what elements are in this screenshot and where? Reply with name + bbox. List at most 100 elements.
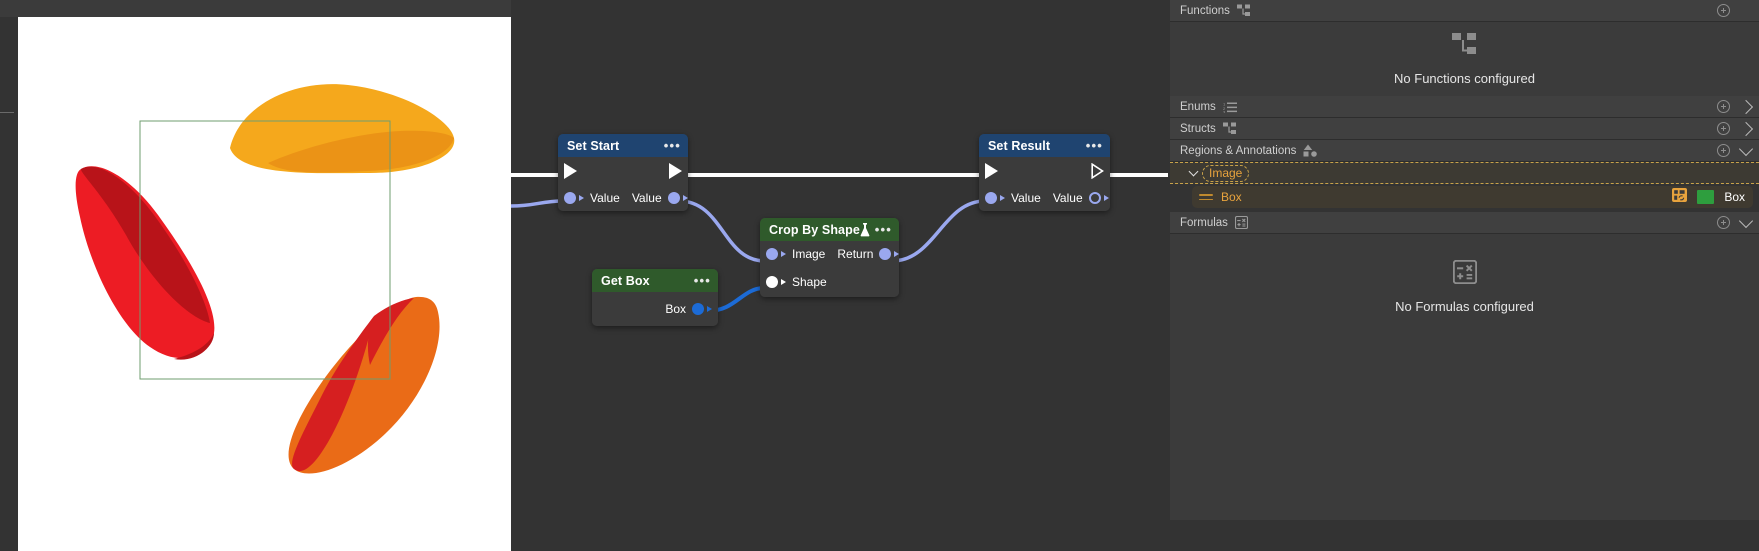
leaf-orange-shadow [292,316,374,472]
node-get-box-body: Box [592,292,718,326]
leaf-yellow-shadow [268,130,454,173]
hierarchy-icon [1236,4,1251,17]
section-actions [1717,99,1754,114]
svg-text:2: 2 [1223,106,1226,111]
leaf-red-tip [174,333,214,360]
output-pin-arrow-icon [707,306,712,312]
tree-item-image-label: Image [1209,166,1243,180]
node-get-box[interactable]: Get Box ••• Box [592,269,718,326]
add-region-icon[interactable] [1717,144,1730,157]
right-properties-panel: Functions [1168,0,1759,551]
add-function-icon[interactable] [1717,4,1730,17]
section-title-functions: Functions [1180,4,1230,17]
leaf-orange-shadow2 [367,298,414,365]
chevron-down-icon[interactable] [1188,166,1199,179]
chevron-right-icon[interactable] [1738,99,1754,114]
tree-item-box-label: Box [1221,190,1242,204]
output-pin-value-label: Value [1052,191,1083,205]
input-pin-arrow-icon [781,251,786,257]
section-actions [1717,121,1754,136]
exec-row [979,157,1110,185]
ruler-tick [0,112,14,113]
node-set-result-body: Value Value [979,157,1110,211]
node-set-start[interactable]: Set Start ••• Value Value [558,134,688,211]
hierarchy-icon [1222,122,1237,135]
tree-item-box[interactable]: Box Box [1192,186,1753,208]
node-set-result[interactable]: Set Result ••• Value Value [979,134,1110,211]
input-pin-value-icon[interactable] [985,192,997,204]
equals-icon [1199,192,1213,202]
output-pin-value-label: Value [631,191,662,205]
chevron-down-icon[interactable] [1738,141,1754,156]
node-menu-icon[interactable]: ••• [1085,137,1103,153]
section-title-structs: Structs [1180,122,1216,135]
output-pin-value-icon[interactable] [667,192,680,204]
pin-row: Image Return [760,241,899,267]
exec-in-icon[interactable] [985,163,998,179]
section-header-structs[interactable]: Structs [1170,118,1759,140]
tree-item-box-meta: Box [1672,187,1745,207]
chevron-down-icon[interactable] [1738,213,1754,228]
exec-out-icon[interactable] [1091,162,1104,180]
node-set-start-header[interactable]: Set Start ••• [558,134,688,157]
node-graph-editor[interactable]: Set Start ••• Value Value [511,0,1168,551]
output-pin-arrow-icon [682,195,688,201]
add-struct-icon[interactable] [1717,122,1730,135]
pin-row: Shape [760,267,899,297]
roi-rectangle [139,120,391,380]
input-pin-shape-label: Shape [792,275,827,289]
section-header-formulas[interactable]: Formulas [1170,212,1759,234]
data-wire-in [511,199,564,208]
output-pin-return-label: Return [837,247,874,261]
pin-row: Value Value [558,185,688,211]
section-actions [1717,213,1754,230]
input-pin-image-icon[interactable] [766,248,778,260]
output-pin-arrow-icon [1103,195,1109,201]
exec-row [558,157,688,185]
input-pin-value-label: Value [1011,191,1041,205]
node-crop-by-shape[interactable]: Crop By Shape ••• Image Return [760,218,899,297]
exec-in-icon[interactable] [564,163,577,179]
color-swatch[interactable] [1697,190,1715,204]
data-wire-crop-setresult [891,199,986,263]
functions-empty-label: No Functions configured [1394,71,1535,86]
formula-icon [1452,259,1477,289]
pin-row: Value Value [979,185,1110,211]
node-set-start-title: Set Start [567,138,620,153]
add-enum-icon[interactable] [1717,100,1730,113]
pin-row: Box [592,292,718,326]
node-crop-by-shape-header[interactable]: Crop By Shape ••• [760,218,899,241]
output-pin-box-icon[interactable] [692,303,704,315]
image-viewer-panel [0,0,511,551]
node-menu-icon[interactable]: ••• [663,137,681,153]
output-pin-box-label: Box [665,302,686,316]
viewer-top-bar [0,0,511,17]
tree-item-image[interactable]: Image [1170,162,1759,184]
exec-out-icon[interactable] [669,163,682,179]
output-pin-return-icon[interactable] [879,248,892,260]
node-menu-icon[interactable]: ••• [874,221,892,237]
hierarchy-icon [1451,32,1478,61]
section-header-regions-annotations[interactable]: Regions & Annotations [1170,140,1759,162]
node-menu-icon[interactable]: ••• [693,272,711,288]
input-pin-shape-icon[interactable] [766,276,778,288]
svg-text:1: 1 [1223,101,1226,106]
input-pin-value-label: Value [590,191,620,205]
output-pin-arrow-icon [894,251,899,257]
input-pin-value-icon[interactable] [564,192,576,204]
node-set-result-header[interactable]: Set Result ••• [979,134,1110,157]
chevron-right-icon[interactable] [1738,121,1754,136]
linked-variable-icon[interactable] [1672,187,1688,207]
node-set-start-body: Value Value [558,157,688,211]
section-title-formulas: Formulas [1180,216,1228,229]
section-header-functions[interactable]: Functions [1170,0,1759,22]
node-get-box-header[interactable]: Get Box ••• [592,269,718,292]
tree-item-box-type: Box [1724,190,1745,204]
output-pin-value-icon[interactable] [1088,192,1101,204]
section-header-enums[interactable]: Enums 1 2 3 [1170,96,1759,118]
add-formula-icon[interactable] [1717,216,1730,229]
section-actions [1717,4,1751,17]
image-canvas[interactable] [18,17,511,551]
formula-icon [1234,216,1248,229]
